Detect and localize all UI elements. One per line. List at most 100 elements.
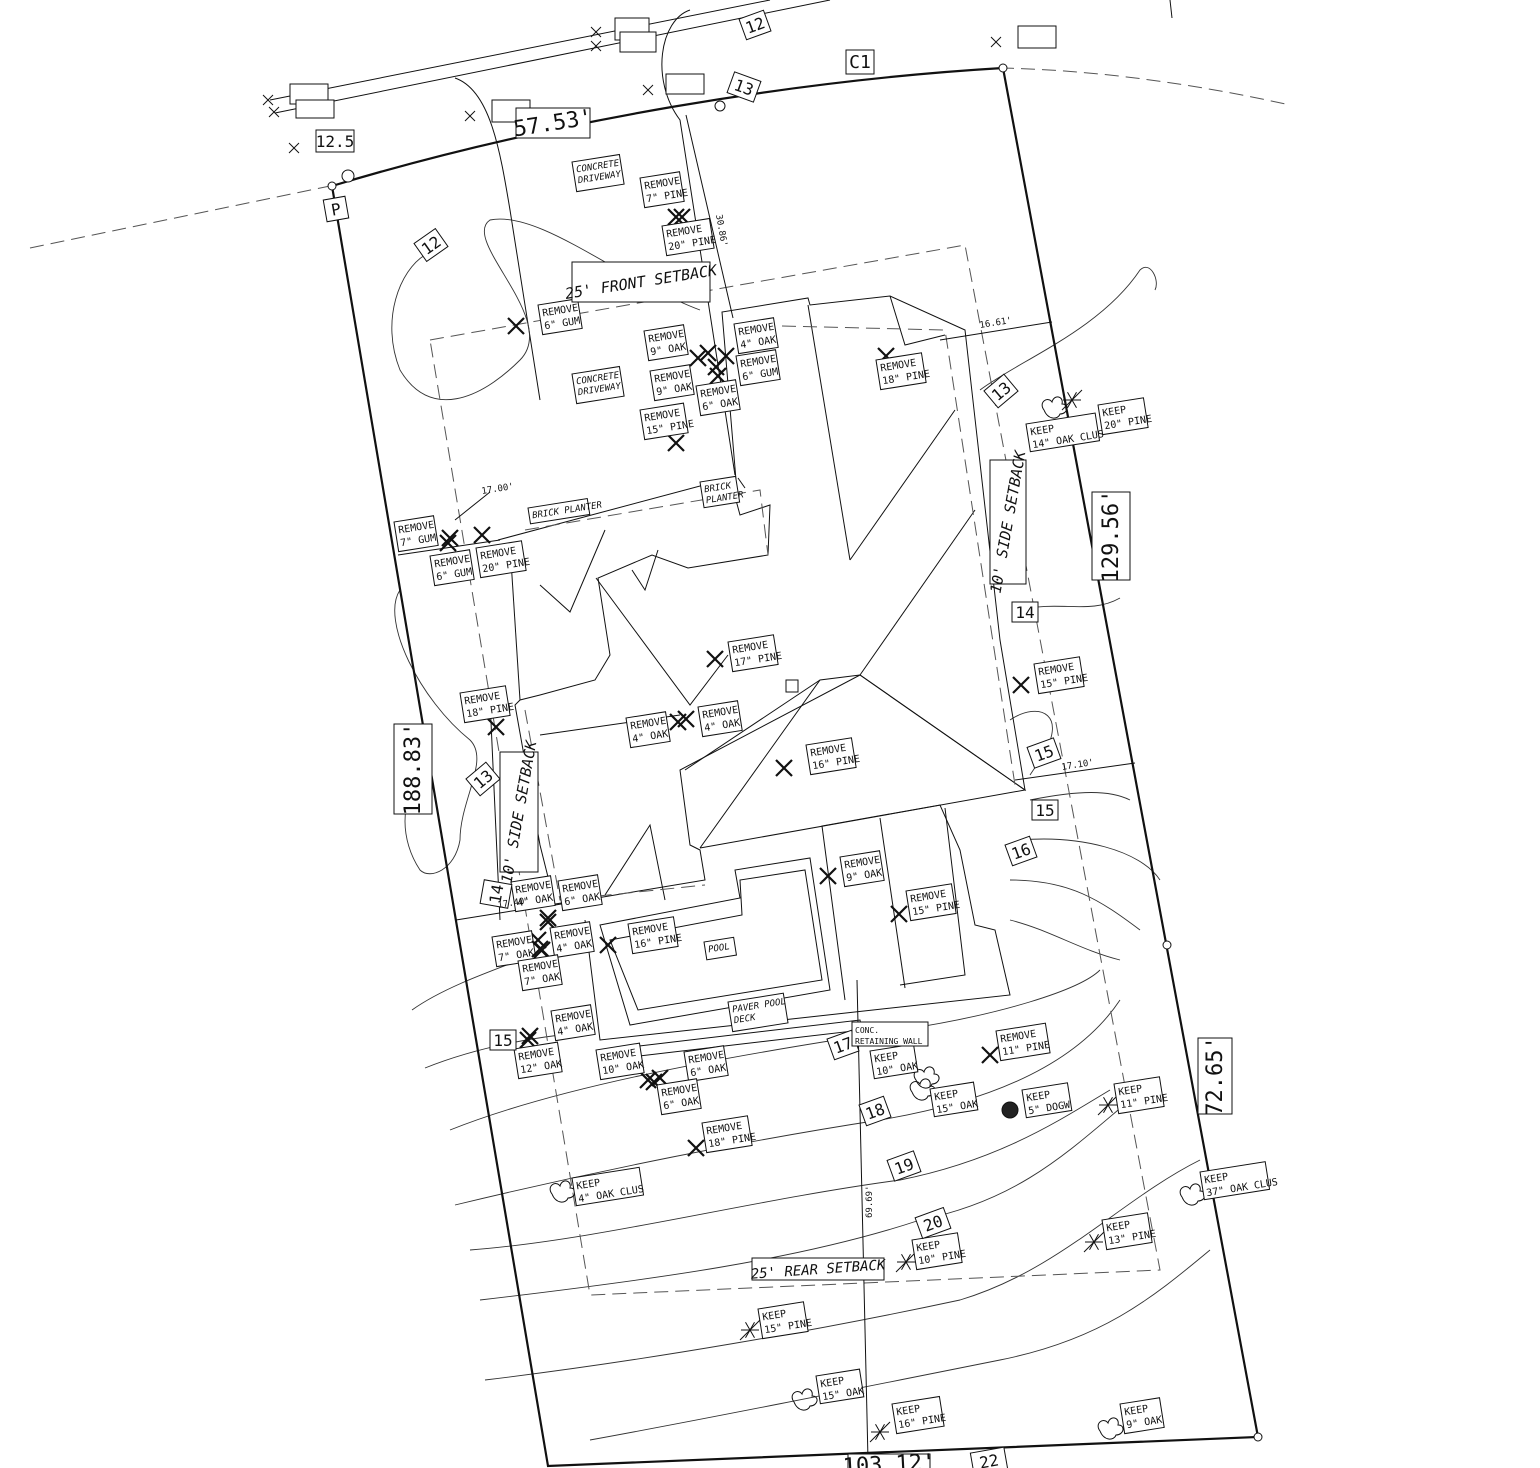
- dimension-text: 69.69': [865, 1185, 875, 1218]
- survey-x-mark: [262, 94, 274, 106]
- elevation-tag: 19: [886, 1150, 922, 1182]
- survey-x-mark: [268, 106, 280, 118]
- tree-action: KEEP: [1102, 405, 1128, 420]
- remove-tree-mark: [775, 759, 793, 777]
- keep-tree-symbol: [1097, 1094, 1119, 1116]
- survey-x-mark: [590, 40, 602, 52]
- elevation-tag: 12.5: [315, 129, 355, 153]
- keep-tree-symbol: [869, 1421, 891, 1443]
- survey-x-mark: [590, 26, 602, 38]
- tree-action: KEEP: [1026, 1090, 1052, 1105]
- remove-tree-mark: [699, 344, 717, 362]
- elevation-value: P: [330, 199, 343, 219]
- elevation-tag: 13: [726, 71, 762, 103]
- elevation-tag: 20: [914, 1206, 952, 1240]
- remove-tree-mark: [599, 936, 617, 954]
- keep-tree-symbol: [909, 1078, 936, 1101]
- tree-action: KEEP: [1030, 424, 1056, 439]
- tree-action: KEEP: [762, 1309, 788, 1324]
- elevation-value: 15: [493, 1031, 512, 1050]
- tree-action: KEEP: [934, 1089, 960, 1104]
- elevation-value: 15: [1035, 801, 1054, 820]
- elevation-tag: 16: [1004, 835, 1038, 867]
- remove-tree-mark: [819, 867, 837, 885]
- remove-tree-mark: [667, 434, 685, 452]
- remove-tree-mark: [687, 1139, 705, 1157]
- property-boundary: [327, 63, 1263, 1468]
- elevation-tag: 15: [489, 1029, 517, 1051]
- tree-action: KEEP: [1124, 1404, 1150, 1419]
- pool-area: [584, 804, 1011, 1461]
- survey-box: [1017, 25, 1057, 49]
- tree-action: KEEP: [820, 1376, 846, 1391]
- setback-label: 25' FRONT SETBACK: [564, 261, 719, 303]
- remove-tree-mark: [707, 358, 725, 376]
- keep-tree-symbol: [549, 1180, 576, 1203]
- remove-tree-mark: [667, 208, 685, 226]
- boundary-length: 103.12': [842, 1450, 936, 1468]
- tree-action: KEEP: [1204, 1172, 1230, 1187]
- boundary-length: 129.56': [1099, 490, 1124, 583]
- keep-tree-symbol: [1001, 1101, 1019, 1119]
- remove-tree-mark: [441, 529, 459, 547]
- feature-label: POOL: [703, 936, 738, 961]
- setback-label: 25' REAR SETBACK: [750, 1257, 887, 1282]
- elevation-tag: P: [322, 195, 350, 223]
- remove-tree-mark: [677, 710, 695, 728]
- keep-tree-symbol: [791, 1388, 818, 1411]
- elevation-value: 22: [978, 1450, 1000, 1468]
- remove-tree-mark: [487, 718, 505, 736]
- tree-action: KEEP: [874, 1051, 900, 1066]
- elevation-value: 14: [1015, 603, 1034, 622]
- house-marker: [785, 679, 799, 693]
- survey-x-mark: [464, 110, 476, 122]
- feature-label: CONC.RETAINING WALL: [851, 1021, 929, 1047]
- elevation-value: 14: [485, 883, 507, 905]
- remove-tree-mark: [507, 317, 525, 335]
- keep-tree-symbol: [1061, 389, 1083, 411]
- elevation-value: 12.5: [316, 132, 355, 151]
- survey-box: [665, 73, 705, 95]
- remove-tree-mark: [521, 1027, 539, 1045]
- remove-tree-mark: [706, 650, 724, 668]
- remove-tree-mark: [473, 526, 491, 544]
- feature-text: DECK: [732, 1013, 757, 1027]
- survey-box: [295, 99, 335, 119]
- boundary-dimension: C1: [845, 49, 875, 75]
